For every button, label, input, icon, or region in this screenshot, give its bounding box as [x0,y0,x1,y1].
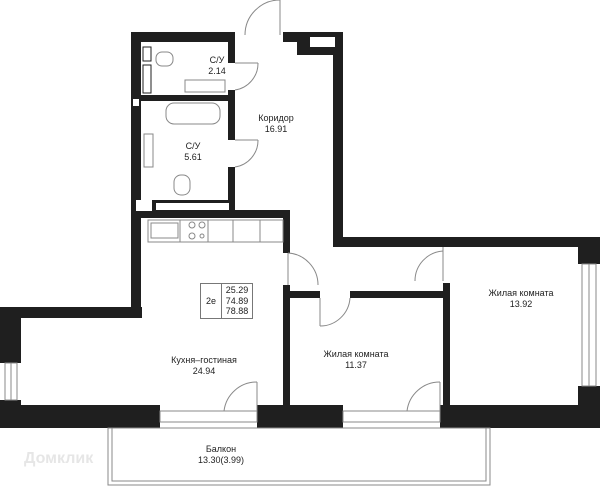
room-area: 24.94 [192,366,216,376]
room-area: 2.14 [208,66,226,76]
room-name: Кухня–гостиная [171,355,237,365]
walls [0,32,600,428]
windows-doors [4,0,597,486]
total-area: 74.89 [225,295,249,306]
room-area: 16.91 [264,124,288,134]
room-area: 13.30(3.99) [197,455,245,465]
room-name: Жилая комната [488,288,554,298]
room-name: Коридор [258,113,294,123]
room-name: С/У [209,55,225,65]
living-area: 25.29 [225,285,249,296]
room-area: 13.92 [509,299,533,309]
room-name: Жилая комната [323,349,389,359]
room-area: 5.61 [184,152,202,162]
watermark: Домклик [24,450,94,467]
apartment-info-box: 2е 25.29 74.89 78.88 [200,283,253,319]
total-area-with-balcony: 78.88 [225,306,249,317]
room-name: С/У [185,141,201,151]
room-name: Балкон [205,444,237,454]
room-area: 11.37 [345,360,367,370]
apartment-type: 2е [201,284,222,318]
